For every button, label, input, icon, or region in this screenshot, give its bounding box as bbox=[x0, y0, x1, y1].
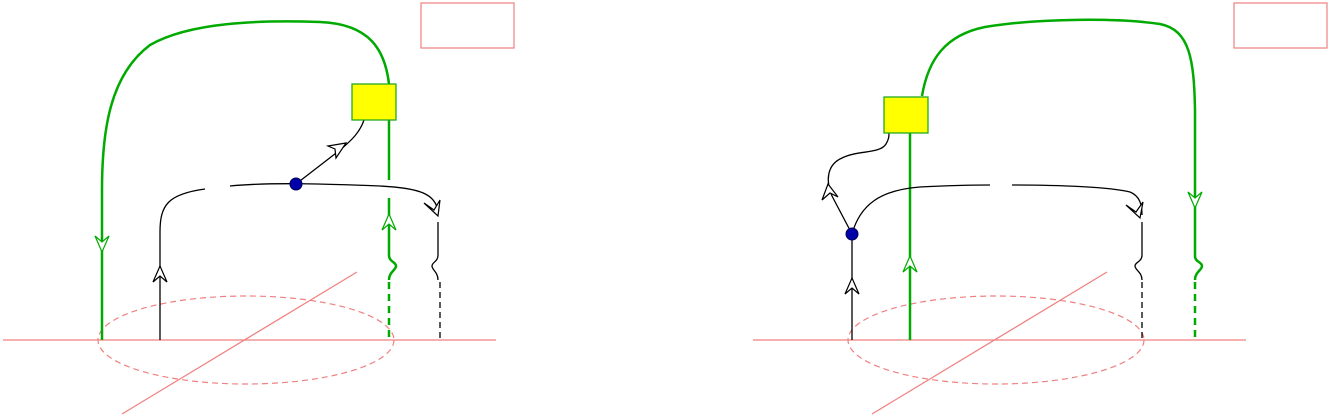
black-arrow-branch bbox=[821, 182, 839, 201]
diagonal-line bbox=[121, 271, 358, 415]
black-arrow-up bbox=[152, 264, 168, 283]
black-strand-right bbox=[1134, 222, 1143, 281]
green-loop bbox=[100, 20, 391, 340]
black-arrow-right bbox=[1125, 201, 1144, 220]
coupon-box bbox=[351, 83, 397, 121]
black-strand-right bbox=[431, 222, 439, 281]
black-arrow-branch bbox=[325, 142, 348, 160]
dashed-ellipse bbox=[847, 295, 1145, 385]
green-loop bbox=[920, 18, 1204, 281]
black-branch bbox=[827, 132, 890, 235]
green-strand-lower bbox=[387, 198, 398, 281]
label-box bbox=[420, 2, 515, 49]
black-strand-top bbox=[229, 183, 439, 213]
coupon-box bbox=[883, 96, 929, 134]
black-arrow-right bbox=[423, 199, 441, 218]
dashed-ellipse bbox=[97, 295, 395, 385]
green-arrow-down bbox=[1187, 191, 1203, 210]
vertex-node bbox=[289, 177, 303, 191]
diagonal-line bbox=[871, 271, 1108, 415]
black-strand-left bbox=[159, 188, 206, 340]
vertex-node bbox=[845, 227, 859, 241]
green-arrow-up bbox=[381, 212, 397, 231]
green-arrow-down bbox=[94, 235, 110, 254]
black-branch bbox=[295, 119, 365, 185]
black-arrow-up bbox=[844, 276, 860, 295]
right-panel bbox=[753, 2, 1328, 415]
green-arrow-up bbox=[902, 254, 918, 273]
black-strand-top bbox=[851, 184, 991, 235]
label-box bbox=[1233, 2, 1328, 49]
black-strand-top-right bbox=[1011, 184, 1143, 216]
left-panel bbox=[3, 2, 515, 415]
